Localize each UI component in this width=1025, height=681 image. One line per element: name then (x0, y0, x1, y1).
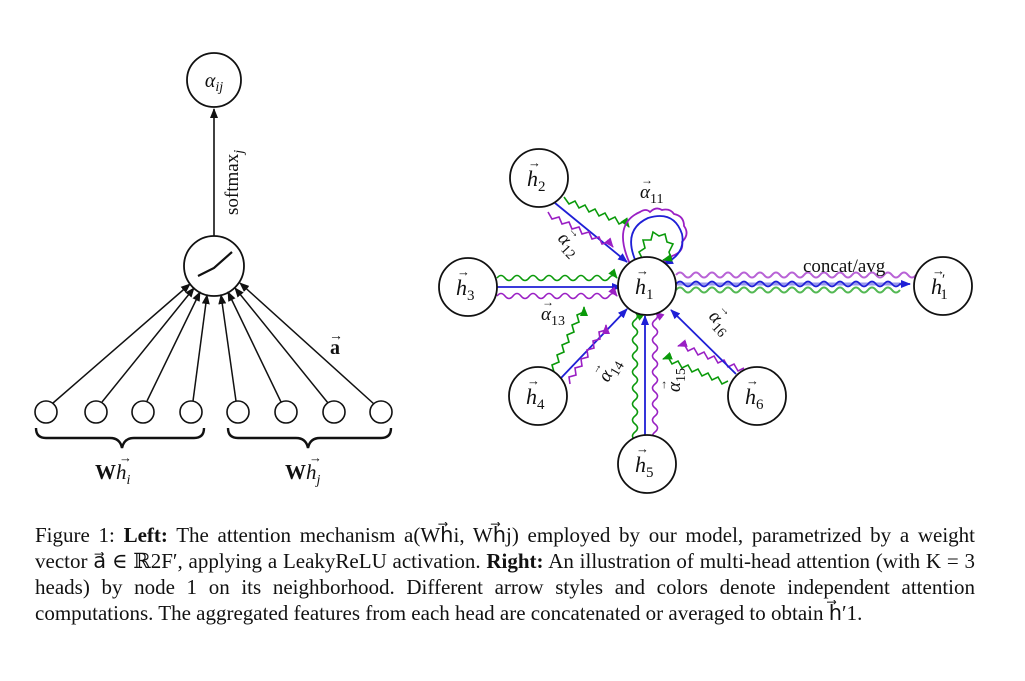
left-panel: αij softmaxj a (34, 52, 393, 488)
leakyrelu-neuron (183, 235, 245, 297)
leakyrelu-icon (197, 251, 233, 277)
weight-edge (239, 282, 375, 405)
output-edge-blue (675, 280, 911, 288)
alpha-11-arrow: → (641, 173, 653, 187)
alpha-13-arrow: → (542, 295, 554, 309)
input-node (34, 400, 58, 424)
node-h3-arrow: → (457, 264, 470, 279)
input-node (131, 400, 155, 424)
caption-text-left: The attention mechanism a(Wh⃗i, Wh⃗j) em… (35, 523, 976, 573)
weight-vector-label: a (330, 337, 340, 359)
caption-figure-number: Figure 1: (35, 523, 115, 547)
input-nodes (34, 400, 393, 424)
edge-h2-h1-blue (554, 202, 628, 263)
weight-vector-arrow: → (329, 329, 343, 344)
input-node (179, 400, 203, 424)
input-group-i-arrow: → (119, 450, 132, 465)
output-edge-green (675, 286, 901, 294)
node-h2 (509, 148, 569, 208)
weight-edge (101, 287, 195, 403)
node-h6-arrow: → (746, 373, 759, 388)
output-edge-purple (675, 271, 917, 279)
self-loop-blue (630, 215, 684, 265)
edge-h3-h1-green (496, 268, 618, 282)
edge-h6-h1-blue (670, 309, 737, 375)
node-h5-arrow: → (636, 441, 649, 456)
input-node (226, 400, 250, 424)
input-node (84, 400, 108, 424)
weight-edge (146, 291, 201, 402)
input-group-j-label: Whj (285, 460, 321, 488)
edge-h5-h1-green (631, 311, 645, 441)
edge-h6-h1-green (662, 351, 729, 386)
input-node (274, 400, 298, 424)
caption-text-right: An illustration of multi-head attention … (35, 549, 975, 625)
node-h1 (617, 256, 677, 316)
input-node (322, 400, 346, 424)
weight-edge (192, 294, 210, 402)
node-h1-prime-label: h′1 (931, 272, 948, 303)
edge-h4-h1-green (551, 306, 588, 373)
weight-edge (218, 294, 237, 402)
node-h1-prime-arrow: → (932, 263, 945, 278)
input-group-j-arrow: → (309, 450, 322, 465)
input-group-i-label: Whi (95, 460, 131, 488)
node-h4 (508, 366, 568, 426)
node-h3 (438, 257, 498, 317)
node-h1-arrow: → (636, 263, 649, 278)
edge-h2-h1-purple (547, 211, 614, 248)
node-h2-arrow: → (528, 155, 541, 170)
concat-avg-label: concat/avg (803, 256, 886, 277)
output-node-alpha-ij (186, 52, 242, 108)
edge-h4-h1-purple (568, 324, 610, 385)
softmax-label: softmaxj (222, 150, 247, 215)
alpha-15-arrow: → (655, 379, 669, 391)
node-h6 (727, 366, 787, 426)
weight-edge (234, 287, 329, 404)
right-panel: h1 → h2 → h3 → h4 → h5 → h6 → h′1 → α11 … (438, 148, 973, 494)
edge-h2-h1-green (563, 196, 630, 228)
node-h5 (617, 434, 677, 494)
weight-edge (52, 283, 191, 404)
weight-edges (52, 282, 375, 405)
node-h4-arrow: → (527, 373, 540, 388)
figure-diagram: αij softmaxj a (34, 52, 973, 494)
caption-left-label: Left: (123, 523, 168, 547)
figure-caption: Figure 1: Left: The attention mechanism … (35, 522, 975, 626)
brace-j (226, 427, 393, 449)
self-loop-green (637, 230, 675, 262)
weight-edge (227, 291, 282, 403)
edge-h6-h1-purple (677, 339, 745, 373)
caption-right-label: Right: (486, 549, 544, 573)
edge-h5-h1-purple (651, 311, 665, 441)
brace-i (34, 427, 206, 449)
edge-h3-h1-purple (496, 286, 618, 300)
node-h1-prime (913, 256, 973, 316)
input-node (369, 400, 393, 424)
